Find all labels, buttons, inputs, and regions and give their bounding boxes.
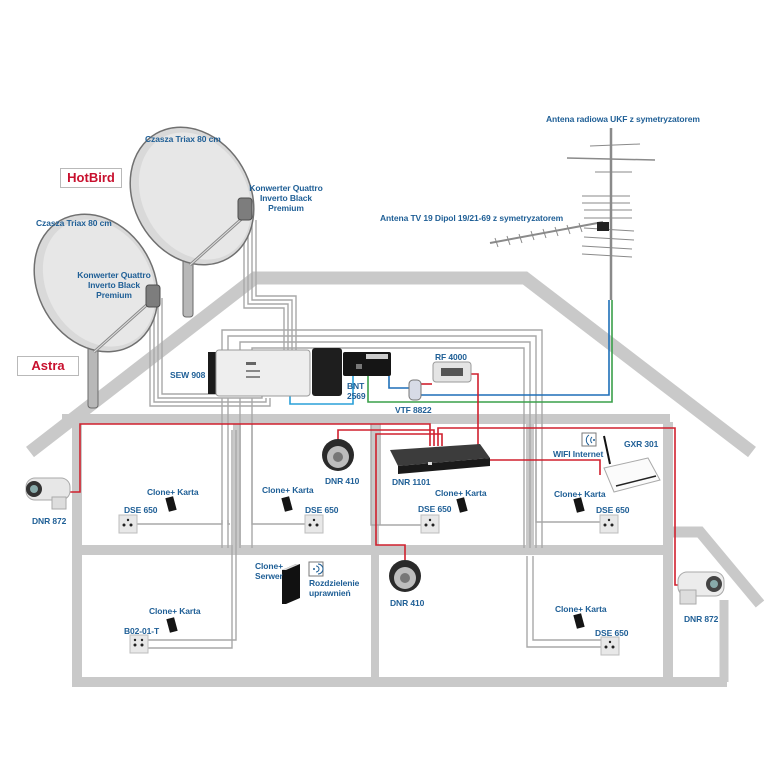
socket-icon xyxy=(129,634,149,654)
splitter-device xyxy=(408,379,422,401)
lnb-label-astra: Konwerter Quattro Inverto Black Premium xyxy=(74,270,154,300)
camera-label: DNR 410 xyxy=(390,598,425,608)
card-icon xyxy=(573,497,585,513)
amplifier-label-line: BNT xyxy=(347,381,365,391)
card-label: Clone+ Karta xyxy=(555,604,607,614)
dome-camera-upper xyxy=(322,439,354,471)
colored-cables xyxy=(289,300,613,460)
card-icon xyxy=(165,496,177,512)
camera-label: DNR 410 xyxy=(325,476,360,486)
wifi-label: WIFI Internet xyxy=(553,449,604,459)
annex-roof xyxy=(672,526,765,608)
server-label: Clone+ Serwer xyxy=(255,561,283,581)
cable-red-mod-down xyxy=(470,373,479,460)
sharing-label: Rozdzielenie uprawnień xyxy=(309,578,359,598)
socket-label: DSE 650 xyxy=(418,504,452,514)
router-label: GXR 301 xyxy=(624,439,659,449)
amplifier-label-line: 2569 xyxy=(347,391,366,401)
modulator-device xyxy=(432,361,472,383)
wall-sockets xyxy=(118,514,620,656)
house-structure xyxy=(26,271,765,687)
lnb-icon xyxy=(237,197,253,221)
cable-blue-antenna xyxy=(420,300,610,396)
socket-label: DSE 650 xyxy=(595,628,629,638)
server-label-line: Clone+ xyxy=(255,561,283,571)
dish-hotbird xyxy=(129,126,255,318)
card-label: Clone+ Karta xyxy=(435,488,487,498)
server-label-line: Serwer xyxy=(255,571,283,581)
cable-green xyxy=(367,300,613,403)
router-device xyxy=(603,435,661,493)
amplifier-label: BNT 2569 xyxy=(347,381,366,401)
dish-label-hotbird: Czasza Triax 80 cm xyxy=(145,134,221,144)
lnb-label-line: Konwerter Quattro xyxy=(77,270,151,280)
camera-outdoor-right xyxy=(677,571,725,605)
lnb-label-line: Inverto Black xyxy=(259,193,313,203)
nvr-device xyxy=(390,444,490,474)
sharing-label-line: Rozdzielenie xyxy=(309,578,360,588)
splitter-label: VTF 8822 xyxy=(395,405,432,415)
card-label: Clone+ Karta xyxy=(554,489,606,499)
terrestrial-antenna xyxy=(489,128,656,300)
smart-cards xyxy=(165,496,585,633)
sat-coax-cables xyxy=(128,220,612,649)
wifi-icon xyxy=(581,432,597,447)
satellite-tag-hotbird: HotBird xyxy=(60,168,122,188)
card-label: Clone+ Karta xyxy=(262,485,314,495)
dish-label-astra: Czasza Triax 80 cm xyxy=(36,218,112,228)
amplifier-device xyxy=(343,352,391,376)
card-icon xyxy=(166,617,178,633)
antenna-label-tv: Antena TV 19 Dipol 19/21-69 z symetryzat… xyxy=(380,213,564,223)
lnb-label-line: Premium xyxy=(96,290,132,300)
socket-icon xyxy=(304,514,324,534)
lnb-label-hotbird: Konwerter Quattro Inverto Black Premium xyxy=(246,183,326,213)
recorder-label: DNR 1101 xyxy=(392,477,431,487)
socket-label: DSE 650 xyxy=(305,505,339,515)
socket-label: B02-01-T xyxy=(124,626,160,636)
dish-astra xyxy=(33,213,161,409)
sharing-icon xyxy=(308,561,324,577)
card-icon xyxy=(456,497,468,513)
server-device xyxy=(282,564,300,604)
lnb-icon xyxy=(145,284,161,308)
multiswitch-label: SEW 908 xyxy=(170,370,206,380)
card-icon xyxy=(573,613,585,629)
card-icon xyxy=(281,496,293,512)
lnb-label-line: Inverto Black xyxy=(87,280,141,290)
card-label: Clone+ Karta xyxy=(147,487,199,497)
socket-label: DSE 650 xyxy=(596,505,630,515)
socket-icon xyxy=(599,514,619,534)
lnb-label-line: Premium xyxy=(268,203,304,213)
roof-outline xyxy=(26,271,756,458)
outdoor-camera-label-left: DNR 872 xyxy=(32,516,67,526)
lnb-label-line: Konwerter Quattro xyxy=(249,183,323,193)
modulator-label: RF 4000 xyxy=(435,352,467,362)
socket-icon xyxy=(600,636,620,656)
sharing-label-line: uprawnień xyxy=(309,588,351,598)
socket-label: DSE 650 xyxy=(124,505,158,515)
camera-outdoor-left xyxy=(25,477,71,510)
socket-icon xyxy=(118,514,138,534)
dome-camera-lower xyxy=(389,560,421,592)
card-label: Clone+ Karta xyxy=(149,606,201,616)
multiswitch-device xyxy=(208,348,342,397)
satellite-tag-astra: Astra xyxy=(17,356,79,376)
socket-icon xyxy=(420,514,440,534)
cable-cyan xyxy=(289,376,354,405)
outdoor-camera-label-right: DNR 872 xyxy=(684,614,719,624)
cable-blue xyxy=(388,376,410,389)
antenna-label-ukf: Antena radiowa UKF z symetryzatorem xyxy=(546,114,700,124)
